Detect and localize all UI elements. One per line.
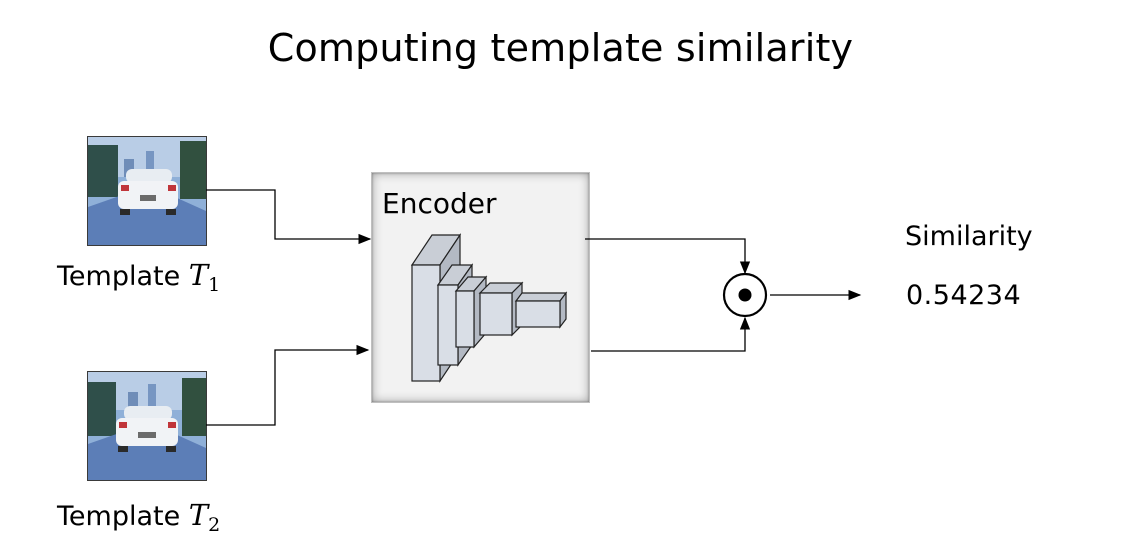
template-1-to-encoder-arrow: [206, 189, 372, 245]
encoder-to-operator-bottom-arrow: [591, 316, 751, 352]
diagram-title: Computing template similarity: [267, 26, 854, 70]
encoder-layers-icon: [410, 233, 568, 383]
encoder-label: Encoder: [382, 187, 497, 220]
encoder-block: Encoder: [371, 172, 590, 403]
dot-product-operator-icon: [722, 272, 768, 318]
template-1-image: [87, 136, 207, 246]
encoder-to-operator-top-arrow: [585, 238, 751, 275]
output-label: Similarity: [905, 221, 1033, 252]
similarity-value: 0.54234: [906, 280, 1022, 311]
template-2-label: Template T2: [57, 498, 221, 536]
template-1-label: Template T1: [57, 258, 221, 296]
template-2-to-encoder-arrow: [206, 344, 370, 426]
template-2-image: [87, 371, 207, 481]
